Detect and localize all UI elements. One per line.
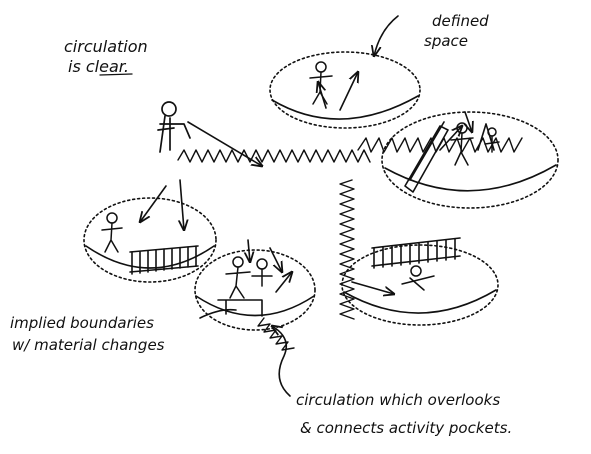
figure-icon: [226, 257, 272, 298]
figure-icon: [310, 62, 332, 104]
figure-icon: [402, 266, 434, 290]
label-defined-space-line1: defined: [432, 12, 489, 30]
observer-figure-icon: [158, 102, 190, 152]
label-circulation-clear-line2: is clear.: [68, 57, 129, 76]
circulation-zigzag: [178, 138, 522, 350]
pocket-left: [84, 198, 216, 282]
pocket-center: [195, 240, 315, 330]
fence-right: [372, 238, 460, 268]
label-defined-space-line2: space: [424, 32, 468, 50]
circulation-arrow: [140, 186, 166, 222]
label-circulation-clear-line1: circulation: [64, 37, 148, 56]
leader-implied-boundaries: [200, 310, 236, 318]
figure-icon: [102, 213, 122, 252]
label-circulation-overlooks-line1: circulation which overlooks: [296, 391, 500, 409]
label-circulation-overlooks-line2: & connects activity pockets.: [300, 419, 512, 437]
label-implied-boundaries-line2: w/ material changes: [12, 336, 165, 354]
label-implied-boundaries-line1: implied boundaries: [10, 314, 154, 332]
pocket-top: [270, 52, 420, 128]
circulation-arrow: [180, 180, 184, 230]
leader-defined-space: [374, 16, 398, 56]
fence-left: [130, 246, 198, 274]
pocket-lower-right: [342, 238, 498, 325]
pocket-right: [382, 112, 558, 208]
